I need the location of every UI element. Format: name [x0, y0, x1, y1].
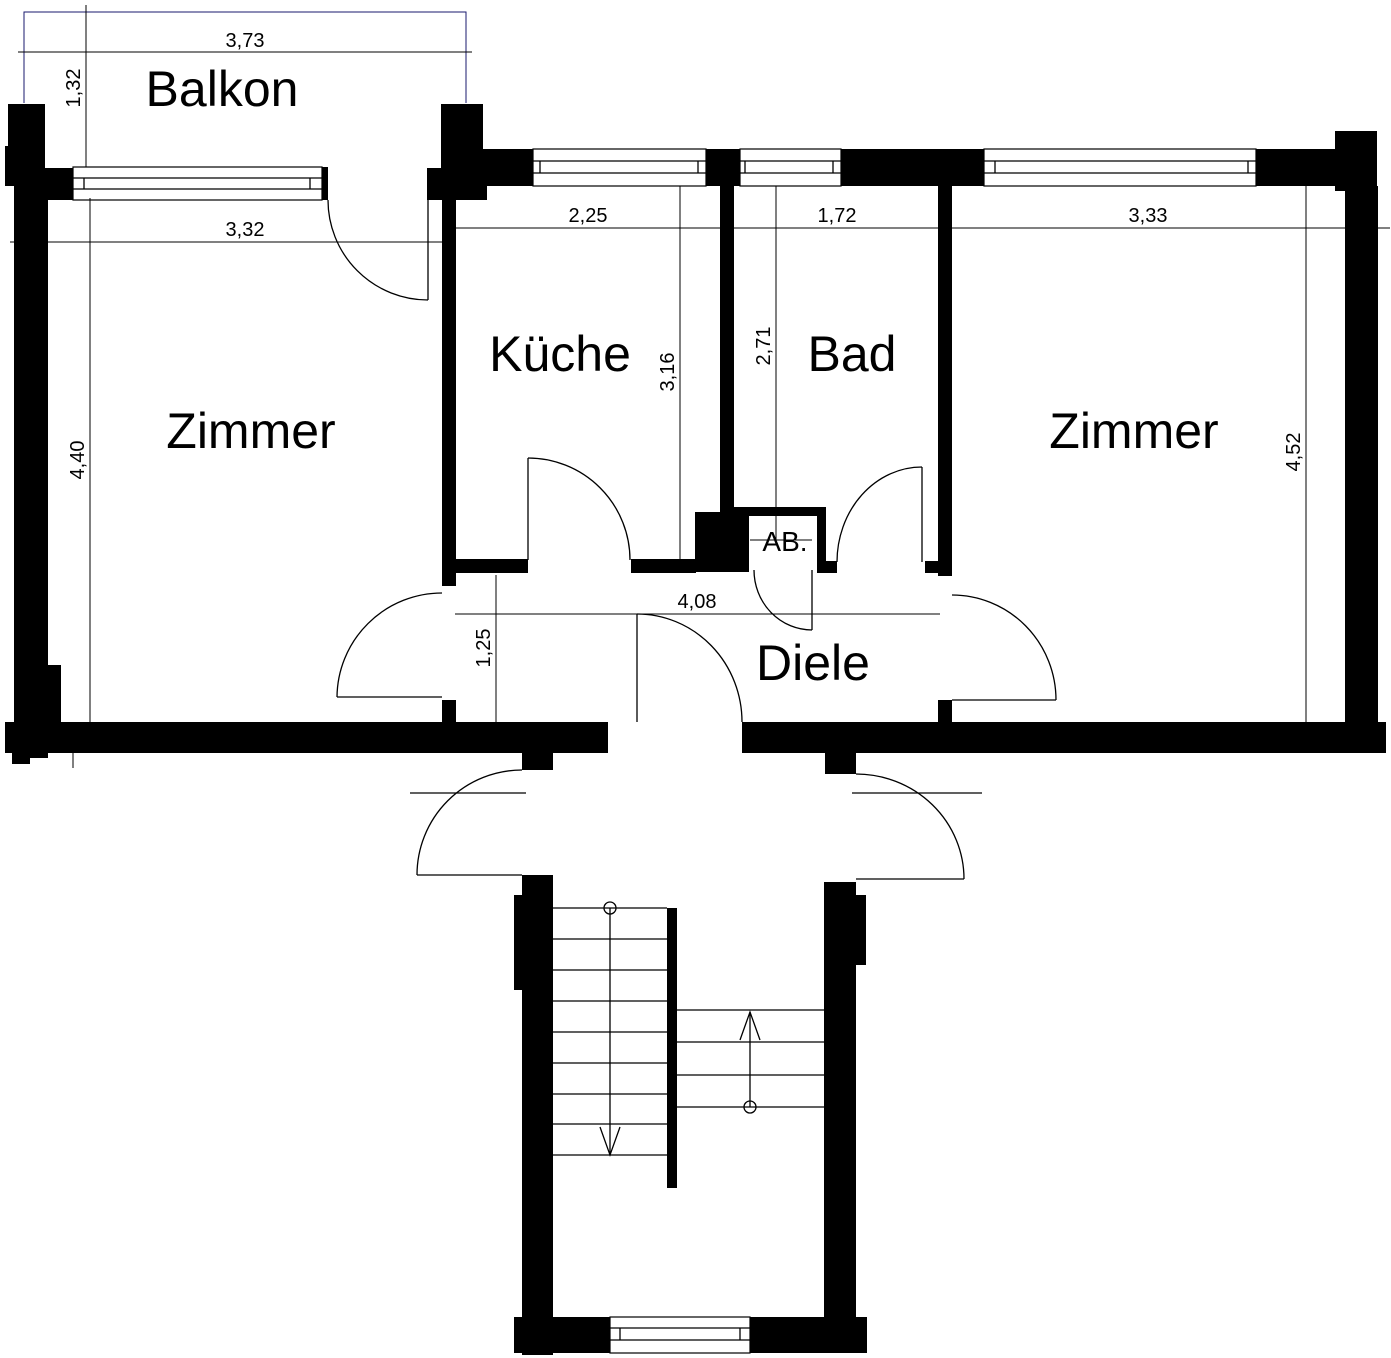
door-entrance-right — [852, 773, 982, 880]
stair-start-marker — [743, 1100, 757, 1114]
room-label-zimmer-right: Zimmer — [1049, 403, 1218, 459]
window-bad — [739, 148, 842, 187]
room-label-kueche: Küche — [489, 326, 631, 382]
dim-balkon-width: 3,73 — [226, 30, 265, 52]
dim-bad-depth: 2,71 — [753, 327, 775, 366]
stair-down-arrow-icon — [599, 1126, 621, 1157]
dim-diele-depth: 1,25 — [473, 629, 495, 668]
door-balkon — [327, 199, 429, 301]
door-kueche — [527, 457, 631, 561]
room-labels: Balkon Zimmer Küche Bad Zimmer Diele AB. — [146, 61, 1219, 691]
windows — [72, 148, 1257, 1354]
room-label-bad: Bad — [808, 326, 897, 382]
dim-zimmer-right-width: 3,33 — [1129, 205, 1168, 227]
dim-diele-width: 4,08 — [678, 591, 717, 613]
door-zimmer-left — [336, 592, 443, 698]
door-diele-entrance — [636, 613, 743, 723]
room-label-abstellraum: AB. — [762, 526, 807, 557]
window-stairwell — [609, 1316, 751, 1354]
dim-balkon-depth: 1,32 — [63, 69, 85, 108]
walls — [5, 104, 1386, 1355]
dim-bad-width: 1,72 — [818, 205, 857, 227]
room-label-diele: Diele — [756, 635, 870, 691]
window-zimmer-right — [983, 148, 1257, 187]
dim-kueche-width: 2,25 — [569, 205, 608, 227]
window-balkon — [72, 166, 328, 201]
door-entrance-left — [410, 769, 526, 876]
door-zimmer-right — [951, 594, 1057, 701]
stair-up-arrow-icon — [739, 1010, 761, 1041]
dim-zimmer-right-depth: 4,52 — [1283, 433, 1305, 472]
dim-zimmer-left-width: 3,32 — [226, 219, 265, 241]
doors — [327, 199, 1057, 880]
dim-kueche-depth: 3,16 — [657, 353, 679, 392]
room-label-balkon: Balkon — [146, 61, 299, 117]
stairs — [553, 901, 824, 1157]
stair-start-marker — [603, 901, 617, 915]
dimension-lines — [10, 186, 1390, 768]
room-label-zimmer-left: Zimmer — [166, 403, 335, 459]
dimension-labels: 3,73 1,32 3,32 4,40 2,25 3,16 1,72 2,71 … — [63, 30, 1305, 667]
door-bad — [836, 466, 923, 563]
window-kueche — [532, 148, 707, 187]
door-abstellraum — [753, 569, 813, 631]
balcony-outline — [18, 5, 472, 170]
dim-zimmer-left-depth: 4,40 — [67, 441, 89, 480]
